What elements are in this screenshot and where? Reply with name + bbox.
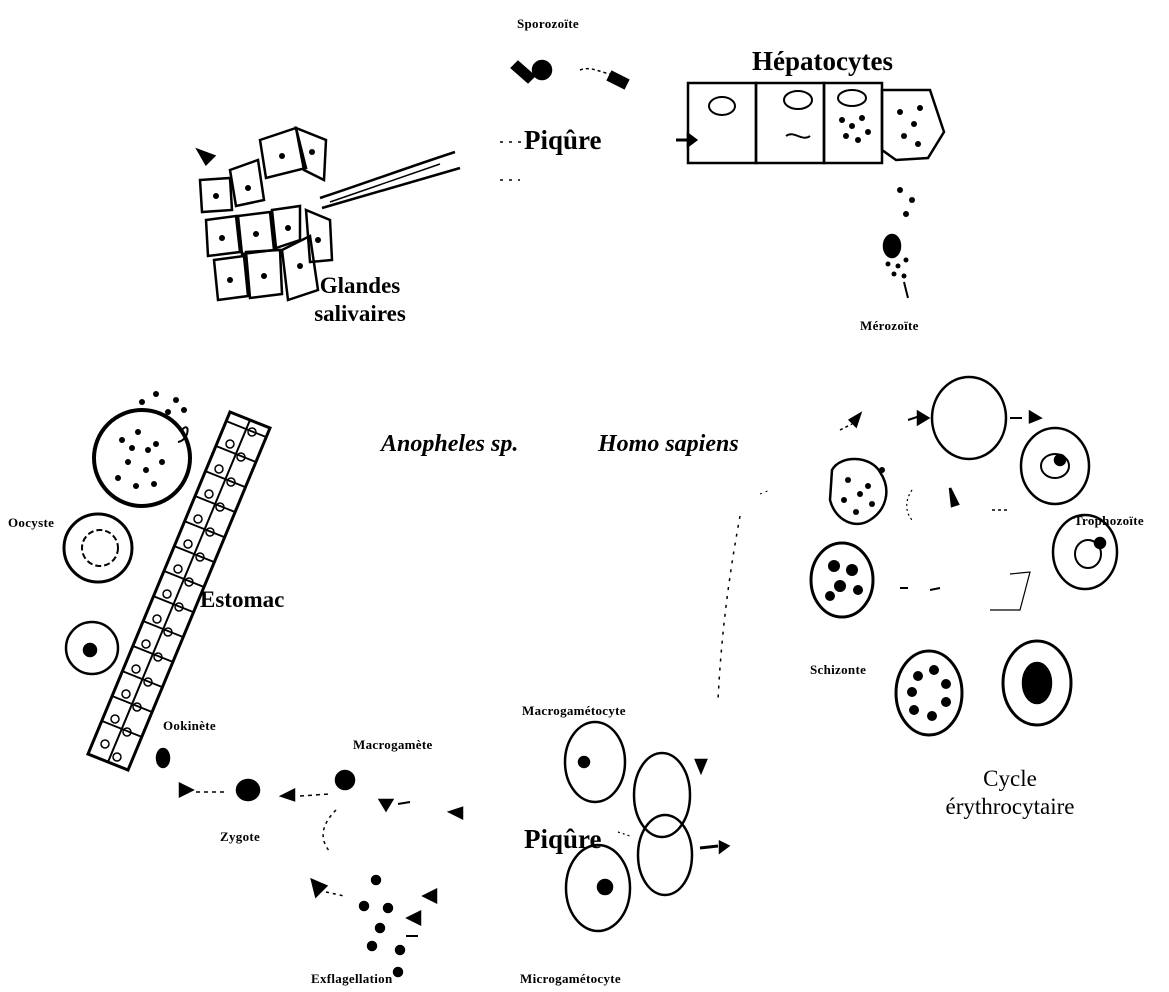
- label-cycle-line1: Cycle: [910, 765, 1110, 793]
- label-zygote: Zygote: [220, 830, 260, 843]
- label-trophozoite: Trophozoïte: [1074, 514, 1144, 527]
- mosquito-midgut-stages: [157, 749, 462, 976]
- label-macrogametocyte: Macrogamétocyte: [522, 704, 626, 717]
- label-cycle-erythrocytaire: Cycle érythrocytaire: [910, 765, 1110, 820]
- label-piqure-bottom: Piqûre: [524, 826, 602, 853]
- label-schizonte: Schizonte: [810, 663, 866, 676]
- label-glandes-line2: salivaires: [300, 300, 420, 328]
- label-hepatocytes: Hépatocytes: [752, 48, 893, 75]
- label-sporozoite: Sporozoïte: [517, 17, 579, 30]
- erythrocytic-cycle-illustration: [811, 377, 1117, 735]
- mature-oocyst-illustration: [94, 391, 190, 506]
- label-oocyste: Oocyste: [8, 516, 54, 529]
- connecting-paths: [500, 142, 740, 700]
- label-macrogamete: Macrogamète: [353, 738, 433, 751]
- sporozoite-illustration: [512, 61, 628, 88]
- label-anopheles: Anopheles sp.: [381, 432, 518, 456]
- label-estomac: Estomac: [200, 588, 284, 611]
- hepatocytes-illustration: [676, 83, 944, 298]
- label-cycle-line2: érythrocytaire: [910, 793, 1110, 821]
- label-microgametocyte: Microgamétocyte: [520, 972, 621, 985]
- label-exflagellation: Exflagellation: [311, 972, 392, 985]
- label-homo-sapiens: Homo sapiens: [598, 432, 739, 456]
- young-oocyst-illustration: [64, 514, 132, 674]
- label-merozoite: Mérozoïte: [860, 319, 919, 332]
- label-glandes-line1: Glandes: [300, 272, 420, 300]
- faint-marks: [760, 490, 770, 494]
- label-piqure-top: Piqûre: [524, 127, 602, 154]
- label-ookinete: Ookinète: [163, 719, 216, 732]
- label-glandes-salivaires: Glandes salivaires: [300, 272, 420, 327]
